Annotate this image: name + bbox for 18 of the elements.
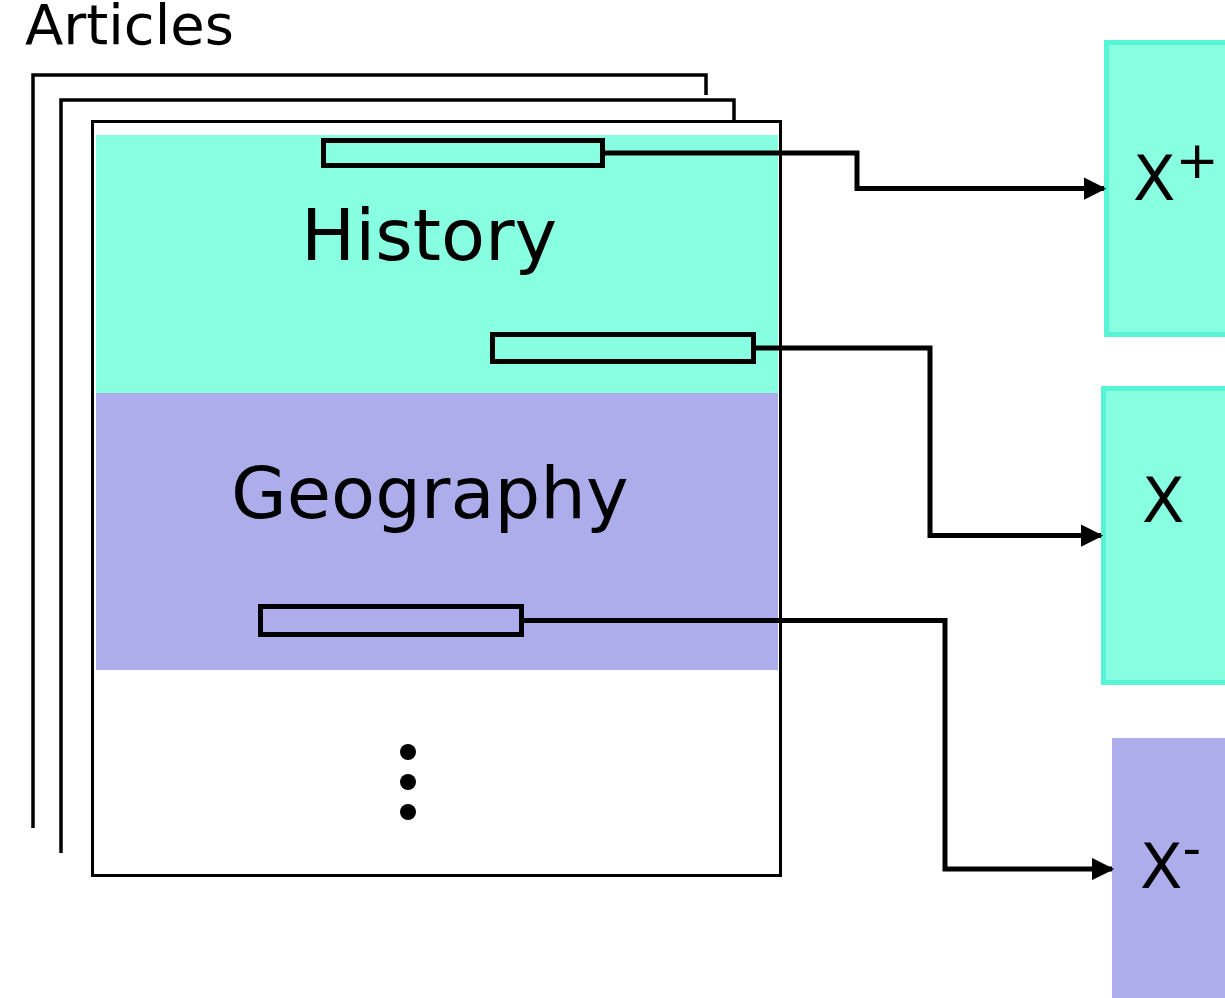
document-page (91, 120, 782, 877)
embedding-box (1112, 738, 1225, 998)
node-label: Geography (231, 449, 629, 537)
node-label: X$^{+}$ (1133, 128, 1219, 216)
node-label: History (301, 191, 558, 279)
text-span-box (321, 138, 605, 168)
text-span-box (490, 332, 756, 364)
section-band (96, 135, 778, 393)
embedding-box (1104, 40, 1225, 337)
node-label: X (1142, 463, 1185, 539)
section-band (96, 393, 778, 670)
arrow (756, 345, 1104, 547)
embedding-box (1101, 386, 1225, 685)
text-span-box (258, 604, 524, 637)
diagram-title: Articles (25, 0, 234, 56)
arrow (605, 150, 1107, 200)
node-label: X$^{-}$ (1140, 816, 1202, 904)
arrow (524, 618, 1115, 881)
